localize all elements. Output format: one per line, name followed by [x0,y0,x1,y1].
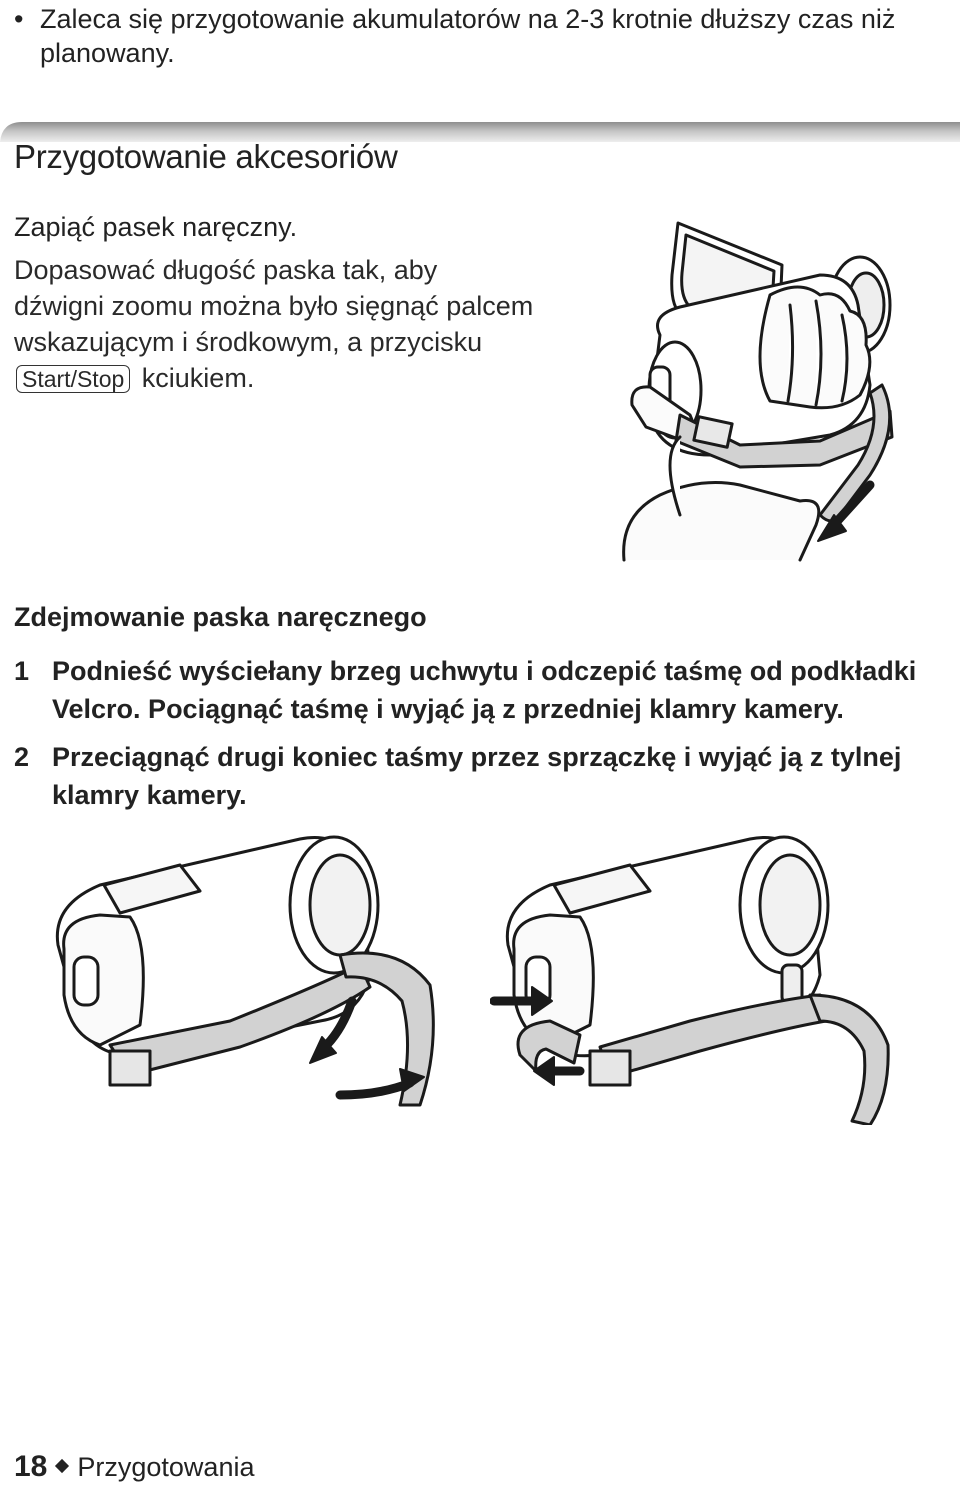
strap-text-after: kciukiem. [141,363,255,393]
section-divider-bar [0,122,960,142]
page-number: 18 [14,1450,48,1483]
camcorder-strap-lift-illustration [55,835,435,1107]
strap-text-before: Dopasować długość paska tak, aby dźwigni… [14,255,534,357]
tip-text: Zaleca się przygotowanie akumulatorów na… [40,4,896,68]
diamond-separator-icon [55,1459,70,1474]
camcorder-strap-buckle-illustration [490,835,890,1125]
step-number: 1 [14,656,30,686]
strap-heading: Zapiąć pasek naręczny. [14,212,298,242]
page-footer: 18 Przygotowania [14,1450,254,1484]
strap-instructions: Dopasować długość paska tak, aby dźwigni… [14,252,534,396]
section-title: Przygotowanie akcesoriów [14,138,398,175]
tip-bullet: • Zaleca się przygotowanie akumulatorów … [14,2,944,68]
start-stop-key-label: Start/Stop [16,365,131,393]
removal-heading: Zdejmowanie paska naręcznego [14,602,427,632]
footer-section-name: Przygotowania [77,1452,255,1482]
bullet-icon: • [14,4,24,34]
step-number: 2 [14,742,30,772]
step-text: Podnieść wyściełany brzeg uchwytu i odcz… [52,656,917,724]
camera-in-hand-illustration [622,221,894,562]
step-text: Przeciągnąć drugi koniec taśmy przez spr… [52,742,902,810]
